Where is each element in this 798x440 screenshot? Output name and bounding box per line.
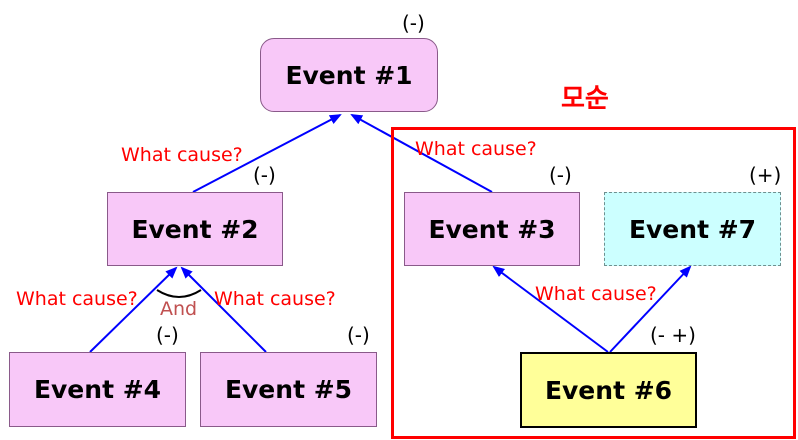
event-3-node[interactable]: Event #3 bbox=[404, 192, 580, 266]
event-1-sign: (-) bbox=[402, 11, 425, 35]
event-6-sign: (- +) bbox=[650, 323, 696, 347]
arrow-e3-to-e1 bbox=[350, 114, 493, 193]
cause-label-e2-e1: What cause? bbox=[121, 144, 243, 166]
cause-label-e4-e2: What cause? bbox=[16, 288, 138, 310]
event-7-node[interactable]: Event #7 bbox=[604, 192, 781, 266]
arrow-e2-to-e1 bbox=[192, 114, 342, 193]
event-7-sign: (+) bbox=[749, 163, 782, 187]
event-5-node[interactable]: Event #5 bbox=[200, 352, 377, 427]
arrow-e5-to-e2 bbox=[180, 266, 267, 353]
event-1-node[interactable]: Event #1 bbox=[260, 38, 438, 112]
contradiction-title: 모순 bbox=[561, 84, 609, 114]
cause-label-e5-e2: What cause? bbox=[214, 288, 336, 310]
and-label: And bbox=[160, 298, 198, 320]
event-5-sign: (-) bbox=[347, 323, 370, 347]
cause-label-e6: What cause? bbox=[535, 283, 657, 305]
arrow-e4-to-e2 bbox=[89, 266, 178, 353]
event-3-sign: (-) bbox=[549, 163, 572, 187]
event-2-sign: (-) bbox=[253, 163, 276, 187]
arrow-e6-to-e7 bbox=[609, 265, 692, 353]
event-6-node[interactable]: Event #6 bbox=[520, 352, 697, 428]
and-arc bbox=[156, 289, 202, 298]
event-4-node[interactable]: Event #4 bbox=[9, 352, 186, 427]
contradiction-frame bbox=[391, 127, 796, 439]
event-2-node[interactable]: Event #2 bbox=[107, 192, 283, 266]
arrow-e6-to-e3 bbox=[492, 265, 609, 353]
cause-label-e3-e1: What cause? bbox=[415, 138, 537, 160]
event-4-sign: (-) bbox=[156, 323, 179, 347]
